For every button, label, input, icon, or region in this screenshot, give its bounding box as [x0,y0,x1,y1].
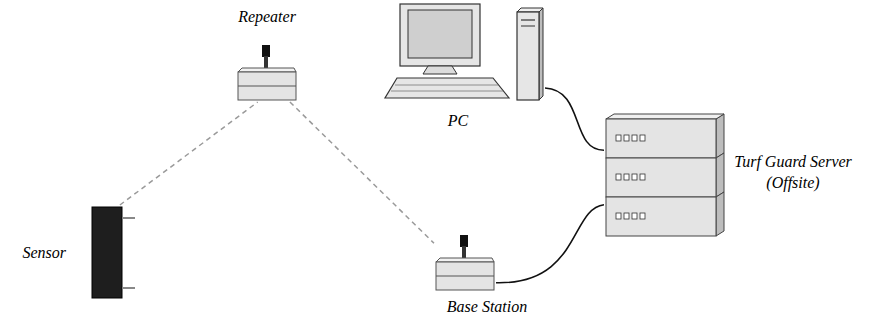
device-body [238,72,296,100]
sensor-body [92,207,122,298]
device-top [238,68,296,72]
server-unit [606,119,716,158]
cable [545,88,604,150]
server-light [616,135,621,141]
wireless-link [290,102,434,243]
base-station-device: Base Station [434,234,496,292]
device-seam [238,86,296,87]
server-side [716,192,724,236]
server-light [624,213,629,219]
device-label: PC [448,110,468,131]
server-side [716,114,724,158]
server-unit [606,197,716,236]
sensor-prong [122,287,135,289]
repeater-device: Repeater [236,44,298,102]
device-icon [90,205,136,300]
keyboard-row [391,91,503,92]
device-label: Base Station [447,296,527,317]
device-label: Turf Guard Server (Offsite) [728,151,858,193]
device-top [436,258,494,262]
keyboard-row [395,85,498,86]
server-light [616,213,621,219]
monitor-screen [408,10,472,58]
server-side [716,153,724,197]
server-light [640,174,645,180]
server-top [606,114,724,119]
sensor-prong [122,217,135,219]
device-icon [434,234,496,292]
server-light [632,213,637,219]
device-label: Sensor [22,242,66,263]
server-light [624,174,629,180]
wireless-link [120,102,258,205]
server-light [616,174,621,180]
server-light [632,174,637,180]
server-unit [606,158,716,197]
tower-front [517,12,539,100]
monitor-frame [400,4,480,66]
monitor-stand [423,66,457,74]
pc-device: PC [383,2,545,102]
device-body [436,262,494,290]
server-light [640,213,645,219]
antenna-cap [262,45,270,57]
device-label: Repeater [238,6,296,27]
antenna-cap [460,235,468,247]
device-seam [436,276,494,277]
device-icon [383,2,545,102]
server-light [640,135,645,141]
server-light [624,135,629,141]
cable [496,205,604,283]
keyboard [385,78,509,98]
server-device: Turf Guard Server (Offsite) [604,113,726,237]
drive-slot [521,26,535,27]
sensor-device: Sensor [90,205,136,300]
device-icon [236,44,298,102]
server-light [632,135,637,141]
device-icon [604,113,726,237]
drive-slot [521,19,535,20]
